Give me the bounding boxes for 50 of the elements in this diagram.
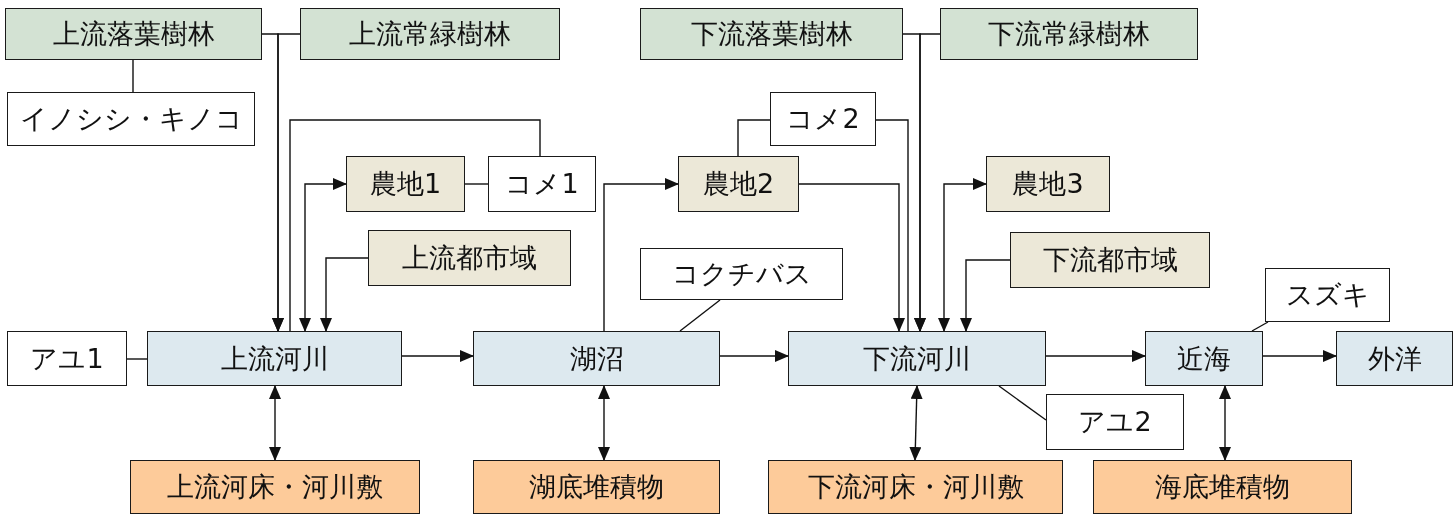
arrow xyxy=(719,350,789,362)
arrow xyxy=(914,33,941,332)
sediment-box: 下流河床・河川敷 xyxy=(768,460,1063,514)
water-body-box: 近海 xyxy=(1145,331,1263,386)
sediment-box: 上流河床・河川敷 xyxy=(130,460,420,514)
sediment-box: 湖底堆積物 xyxy=(473,460,720,514)
land-use-box: 農地1 xyxy=(346,156,465,212)
forest-box: 上流常緑樹林 xyxy=(300,8,560,60)
connector-line xyxy=(289,119,541,332)
arrow xyxy=(909,385,923,461)
connector-line xyxy=(737,119,771,157)
arrow xyxy=(938,178,987,332)
arrow xyxy=(1045,350,1146,362)
species-box: コメ1 xyxy=(488,156,596,212)
water-body-box: 湖沼 xyxy=(473,331,720,386)
connector-line xyxy=(875,119,909,332)
species-box: アユ1 xyxy=(7,331,127,386)
species-box: スズキ xyxy=(1265,268,1390,322)
land-use-box: 下流都市域 xyxy=(1010,232,1210,288)
arrow xyxy=(603,178,679,332)
arrow xyxy=(269,385,281,461)
forest-box: 上流落葉樹林 xyxy=(5,8,262,60)
forest-box: 下流落葉樹林 xyxy=(640,8,903,60)
leader-line xyxy=(679,299,721,332)
arrow xyxy=(598,385,610,461)
land-use-box: 上流都市域 xyxy=(368,230,571,286)
arrow xyxy=(299,178,347,332)
water-body-box: 上流河川 xyxy=(147,331,402,386)
land-use-box: 農地2 xyxy=(678,156,799,212)
connector-line xyxy=(126,358,148,360)
arrow xyxy=(1219,385,1231,461)
species-box: コクチバス xyxy=(640,248,843,300)
leader-line xyxy=(1251,321,1269,332)
connector-line xyxy=(464,183,489,185)
species-box: コメ2 xyxy=(770,92,876,146)
arrow xyxy=(320,257,369,332)
species-box: イノシシ・キノコ xyxy=(7,92,255,146)
arrow xyxy=(272,33,301,332)
leader-line xyxy=(998,385,1047,421)
arrow xyxy=(1262,350,1337,362)
land-use-box: 農地3 xyxy=(986,156,1110,212)
water-body-box: 下流河川 xyxy=(788,331,1046,386)
arrow xyxy=(960,259,1011,332)
water-body-box: 外洋 xyxy=(1336,331,1453,386)
arrow xyxy=(798,183,905,332)
arrow xyxy=(401,350,474,362)
species-box: アユ2 xyxy=(1046,394,1184,450)
forest-box: 下流常緑樹林 xyxy=(940,8,1198,60)
sediment-box: 海底堆積物 xyxy=(1093,460,1352,514)
connector-line xyxy=(132,59,134,93)
